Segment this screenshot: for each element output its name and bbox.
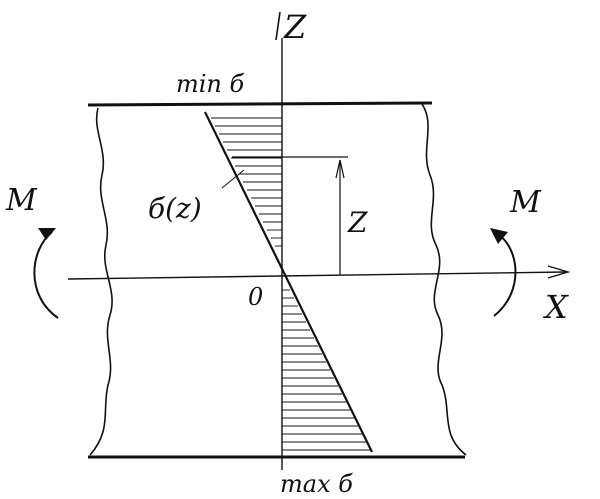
z-distance-label: Z	[347, 206, 368, 239]
top-edge-line	[87, 101, 433, 107]
right-break-line	[421, 103, 467, 456]
left-moment-arrowhead	[38, 228, 56, 240]
z-dimension-arrowhead	[335, 159, 345, 179]
upper-stress-arrows	[211, 117, 282, 247]
lower-stress-arrows	[282, 289, 370, 451]
left-moment-arrow	[33, 231, 59, 319]
stress-distribution-line	[204, 111, 373, 453]
origin-label: 0	[248, 283, 263, 311]
z-axis-label: Z	[283, 8, 307, 46]
x-axis-arrowhead	[547, 265, 571, 279]
right-moment-arrow	[493, 233, 517, 317]
left-break-line	[89, 107, 113, 456]
right-moment-label: M	[509, 185, 542, 220]
stress-label-leader	[221, 169, 245, 189]
right-moment-arrowhead	[490, 228, 508, 244]
x-axis-label: X	[542, 288, 569, 326]
x-axis-line	[67, 271, 566, 280]
max-stress-label: max б	[280, 470, 353, 498]
min-stress-label: min б	[176, 70, 245, 98]
stress-function-label: б(z)	[148, 192, 202, 225]
left-moment-label: M	[5, 183, 38, 218]
z-axis-arrow-stroke	[275, 11, 281, 41]
